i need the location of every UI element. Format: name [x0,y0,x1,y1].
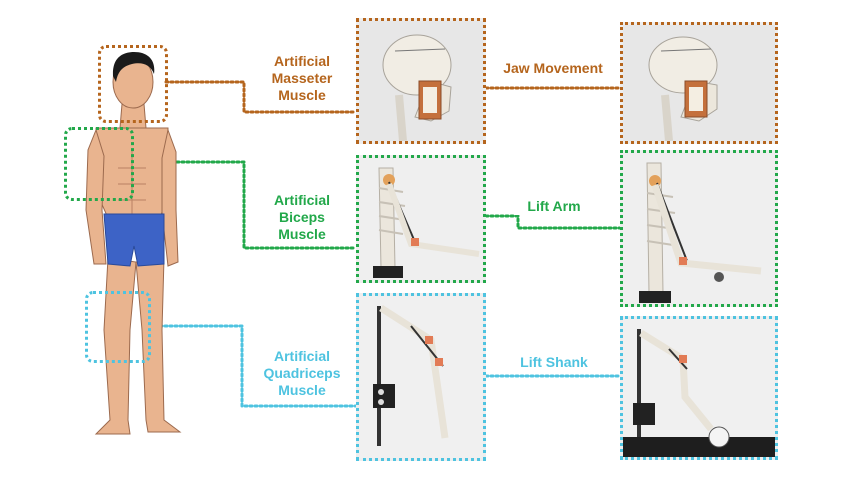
masseter-label: Artificial Masseter Muscle [271,53,333,103]
masseter-photo [356,18,486,144]
quadriceps-photo [356,293,486,461]
lift-arm-label: Lift Arm [514,198,594,215]
lift-arm-photo [620,150,778,307]
connector-quadriceps-leg [148,324,358,408]
connector-biceps-lift [484,214,622,230]
connector-masseter-head [164,80,358,114]
jaw-movement-label: Jaw Movement [490,60,616,77]
arm-region-box [64,127,134,201]
lift-shank-photo [620,316,778,460]
head-region-box [98,45,168,123]
right-arm [161,128,179,267]
shorts [103,213,165,267]
lift-shank-label: Lift Shank [504,354,604,371]
leg-region-box [85,291,151,363]
left-arm [85,128,107,265]
jaw-movement-photo [620,22,778,144]
hair [112,52,155,82]
biceps-photo [356,155,486,283]
quadriceps-label: Artificial Quadriceps Muscle [263,348,341,398]
connector-biceps-arm [130,160,358,250]
biceps-label: Artificial Biceps Muscle [273,192,330,242]
